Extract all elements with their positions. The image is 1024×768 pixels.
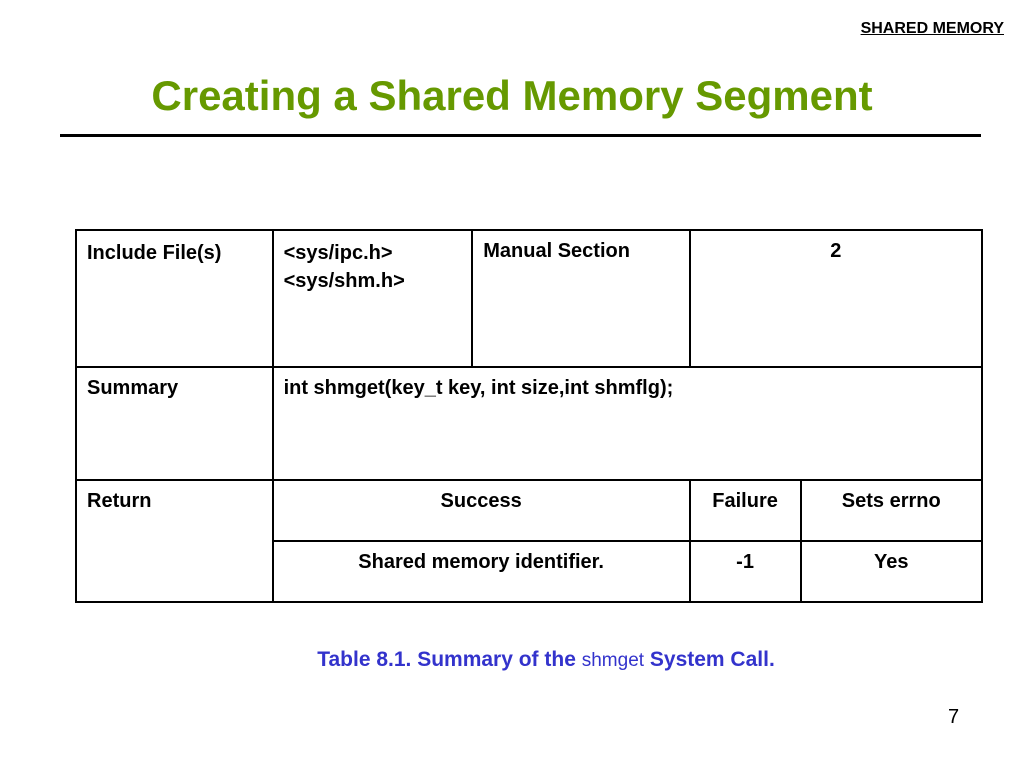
include-files-value: <sys/ipc.h> <sys/shm.h> — [271, 229, 474, 368]
success-value: Shared memory identifier. — [271, 540, 691, 603]
return-label: Return — [75, 479, 274, 603]
syscall-summary-table: Include File(s) <sys/ipc.h> <sys/shm.h> … — [75, 229, 984, 603]
table-caption: Table 8.1. Summary of the shmget System … — [0, 648, 1024, 672]
title-divider — [60, 134, 981, 137]
slide-title: Creating a Shared Memory Segment — [151, 72, 873, 119]
success-header: Success — [271, 479, 691, 542]
include-files-label: Include File(s) — [75, 229, 274, 368]
include-file-item: <sys/shm.h> — [283, 270, 405, 292]
page-number: 7 — [948, 706, 960, 728]
table-row: Shared memory identifier. -1 Yes — [76, 540, 984, 603]
caption-prefix: Table 8.1. Summary of the — [317, 648, 582, 671]
sets-errno-header: Sets errno — [799, 479, 984, 542]
caption-function: shmget — [581, 650, 645, 671]
section-tag: SHARED MEMORY — [860, 20, 1004, 37]
failure-header: Failure — [688, 479, 802, 542]
sets-errno-value: Yes — [799, 540, 984, 603]
caption-suffix: System Call. — [644, 648, 775, 671]
table-row: Summary int shmget(key_t key, int size,i… — [75, 366, 984, 481]
manual-section-value: 2 — [688, 229, 984, 368]
summary-value: int shmget(key_t key, int size,int shmfl… — [271, 366, 984, 481]
table-row: Include File(s) <sys/ipc.h> <sys/shm.h> … — [75, 229, 984, 368]
manual-section-label: Manual Section — [471, 229, 691, 368]
include-file-item: <sys/ipc.h> — [283, 242, 393, 264]
summary-label: Summary — [75, 366, 274, 481]
failure-value: -1 — [688, 540, 802, 603]
table-row: Return Success Failure Sets errno — [75, 479, 984, 603]
